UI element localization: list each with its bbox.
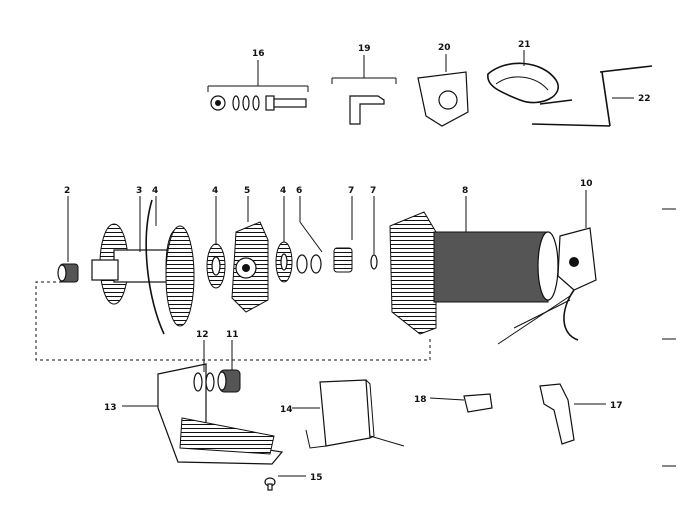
label-1: 2 <box>64 186 70 196</box>
label-14: 14 <box>280 405 293 415</box>
part-19-l-key <box>331 55 397 125</box>
part-1-bushing <box>57 196 79 283</box>
label-13: 13 <box>104 403 117 413</box>
part-3-flange <box>145 196 195 335</box>
part-4-ring-gear-right <box>275 196 293 283</box>
label-9: 8 <box>462 186 468 196</box>
label-22: 22 <box>638 94 651 104</box>
part-8-washer <box>370 196 378 270</box>
part-7-pinion <box>333 196 353 273</box>
part-11-bushing <box>217 340 241 393</box>
label-2: 3 <box>136 186 142 196</box>
label-6: 6 <box>296 186 302 196</box>
part-20-bracket <box>417 54 469 127</box>
part-14-switch-box <box>292 379 405 449</box>
part-9-motor <box>389 196 559 335</box>
part-12-washers <box>193 340 215 392</box>
label-20: 20 <box>438 43 451 53</box>
part-18-clip <box>429 393 493 413</box>
part-13-mounting-plate <box>122 363 284 465</box>
label-3: 4 <box>152 186 158 196</box>
label-5: 5 <box>244 186 250 196</box>
part-10-end-cap <box>497 190 597 345</box>
label-19: 19 <box>358 44 371 54</box>
part-21-cable-harness <box>487 50 573 105</box>
label-17: 17 <box>610 401 623 411</box>
label-10: 10 <box>580 179 593 189</box>
part-15-screw <box>264 475 306 491</box>
part-5-carrier <box>231 196 269 313</box>
part-22-crank-handle <box>531 65 653 127</box>
label-15: 15 <box>310 473 323 483</box>
margin-ticks <box>662 208 676 467</box>
label-16: 16 <box>252 49 265 59</box>
part-16-hardware-set <box>207 60 309 111</box>
part-17-strap <box>539 383 606 445</box>
label-4-left: 4 <box>212 186 218 196</box>
part-6-washers <box>296 196 323 274</box>
label-18: 18 <box>414 395 427 405</box>
label-7: 7 <box>348 186 354 196</box>
part-4-ring-gear-left <box>206 196 226 289</box>
label-11: 11 <box>226 330 239 340</box>
alignment-line <box>35 281 431 361</box>
label-12: 12 <box>196 330 209 340</box>
label-8: 7 <box>370 186 376 196</box>
label-4-right: 4 <box>280 186 286 196</box>
label-21: 21 <box>518 40 531 50</box>
